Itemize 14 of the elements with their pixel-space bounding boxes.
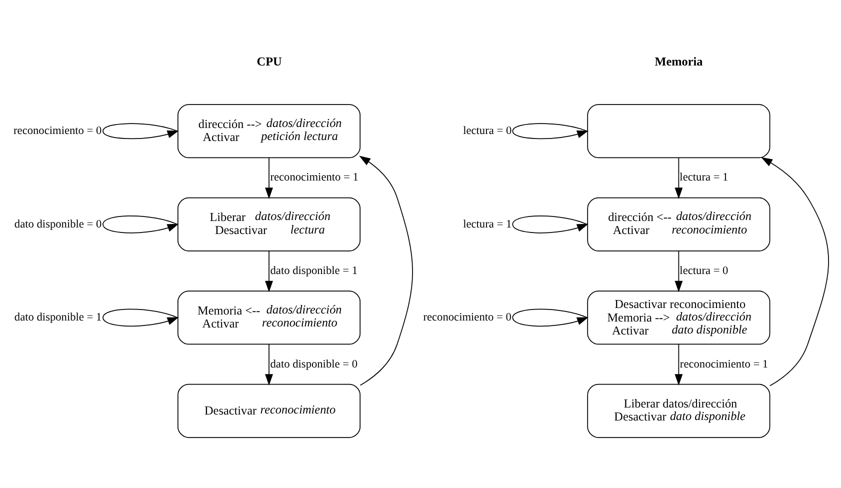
edge-label: lectura = 0 <box>463 125 512 138</box>
edge-label: lectura = 1 <box>680 172 728 184</box>
edge-label: reconocimiento = 0 <box>14 125 102 138</box>
label: CPU <box>256 54 282 68</box>
edge-label: reconocimiento = 0 <box>423 312 512 324</box>
edge-label: dato disponible = 0 <box>14 218 102 230</box>
edge-label: lectura = 1 <box>463 218 512 230</box>
label: Memoria <box>654 54 703 68</box>
edge-label: dato disponible = 0 <box>270 358 358 370</box>
edge-label: reconocimiento = 1 <box>680 358 768 370</box>
edge-label: dato disponible = 1 <box>270 264 358 277</box>
edge-label: reconocimiento = 1 <box>270 172 358 184</box>
edge-label: lectura = 0 <box>680 264 728 277</box>
edge-label: dato disponible = 1 <box>14 312 102 324</box>
